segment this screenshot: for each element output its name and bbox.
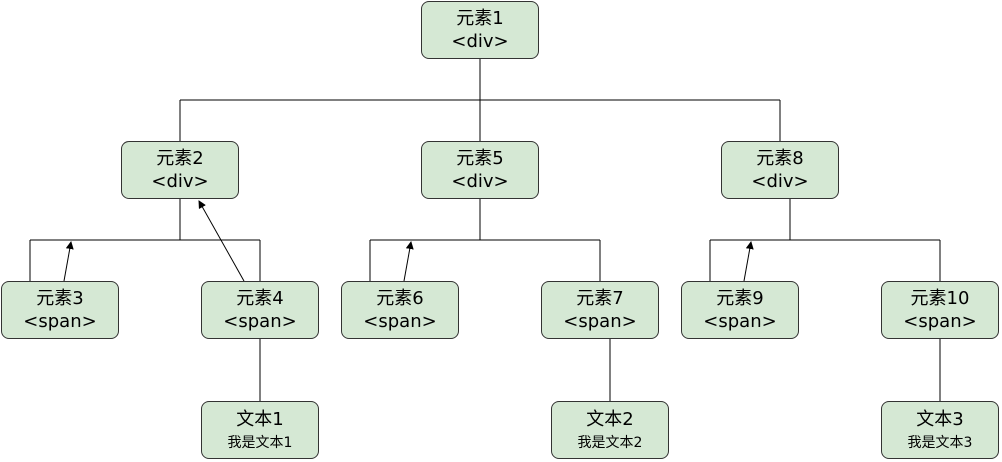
node-content: 我是文本2 bbox=[577, 434, 643, 451]
node-element-8[interactable]: 元素8 <div> bbox=[721, 141, 839, 199]
node-tag: <span> bbox=[23, 311, 97, 332]
node-element-7[interactable]: 元素7 <span> bbox=[541, 281, 659, 339]
node-title: 文本3 bbox=[916, 409, 964, 431]
node-title: 元素7 bbox=[576, 287, 624, 309]
node-tag: <div> bbox=[751, 171, 809, 192]
node-element-1[interactable]: 元素1 <div> bbox=[421, 1, 539, 59]
node-tag: <div> bbox=[151, 171, 209, 192]
node-text-2[interactable]: 文本2 我是文本2 bbox=[551, 401, 669, 459]
node-title: 元素10 bbox=[910, 287, 970, 309]
node-text-3[interactable]: 文本3 我是文本3 bbox=[881, 401, 999, 459]
node-text-1[interactable]: 文本1 我是文本1 bbox=[201, 401, 319, 459]
node-element-6[interactable]: 元素6 <span> bbox=[341, 281, 459, 339]
node-tag: <span> bbox=[903, 311, 977, 332]
node-tag: <span> bbox=[223, 311, 297, 332]
node-tag: <div> bbox=[451, 171, 509, 192]
node-element-4[interactable]: 元素4 <span> bbox=[201, 281, 319, 339]
node-element-3[interactable]: 元素3 <span> bbox=[1, 281, 119, 339]
node-element-5[interactable]: 元素5 <div> bbox=[421, 141, 539, 199]
node-title: 元素9 bbox=[716, 287, 764, 309]
node-title: 元素4 bbox=[236, 287, 284, 309]
node-title: 元素2 bbox=[156, 147, 204, 169]
arrow-n9-up bbox=[743, 241, 754, 282]
node-tag: <span> bbox=[363, 311, 437, 332]
arrow-n4-to-n2 bbox=[198, 200, 245, 282]
node-title: 文本2 bbox=[586, 409, 634, 431]
edge-n2-children bbox=[29, 199, 261, 281]
node-element-10[interactable]: 元素10 <span> bbox=[881, 281, 999, 339]
edge-n8-children bbox=[709, 199, 941, 281]
node-title: 元素6 bbox=[376, 287, 424, 309]
node-content: 我是文本1 bbox=[227, 434, 293, 451]
node-title: 元素5 bbox=[456, 147, 504, 169]
node-title: 文本1 bbox=[236, 409, 284, 431]
node-title: 元素1 bbox=[456, 7, 504, 29]
node-tag: <span> bbox=[563, 311, 637, 332]
node-title: 元素3 bbox=[36, 287, 84, 309]
edge-n5-children bbox=[369, 199, 601, 281]
node-tag: <span> bbox=[703, 311, 777, 332]
arrow-n3-up bbox=[63, 241, 74, 282]
edge-n1-children bbox=[179, 59, 781, 141]
node-tag: <div> bbox=[451, 31, 509, 52]
node-element-2[interactable]: 元素2 <div> bbox=[121, 141, 239, 199]
arrow-n6-up bbox=[403, 241, 414, 282]
node-element-9[interactable]: 元素9 <span> bbox=[681, 281, 799, 339]
node-content: 我是文本3 bbox=[907, 434, 973, 451]
node-title: 元素8 bbox=[756, 147, 804, 169]
